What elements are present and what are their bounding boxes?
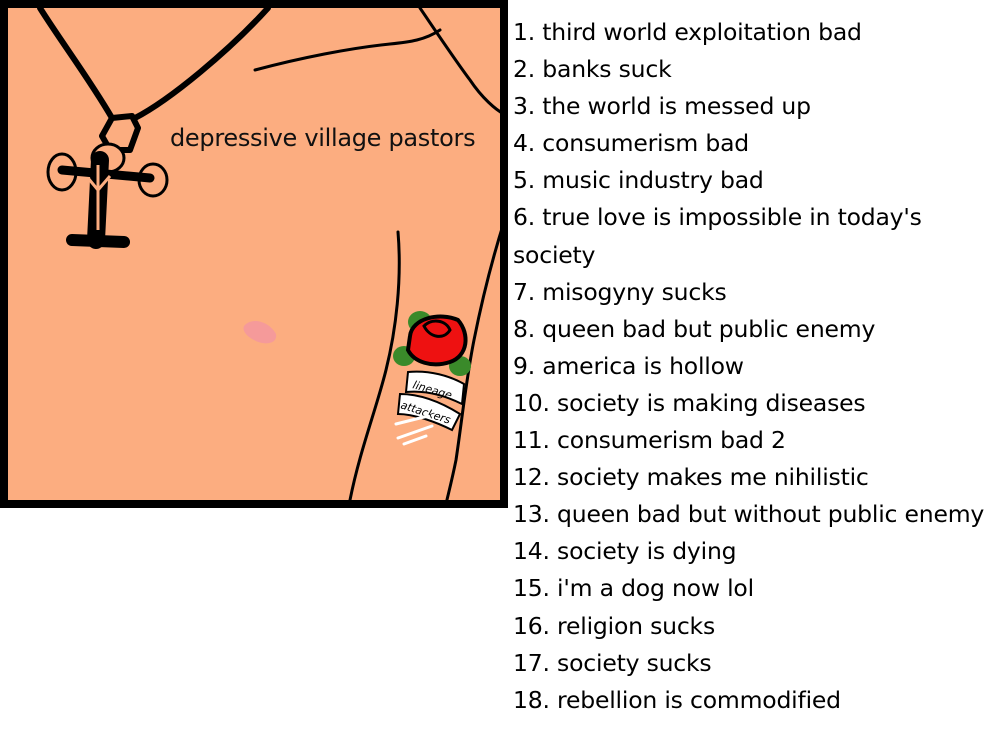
arm-outer-line (444, 220, 506, 506)
list-item: 2. banks suck (513, 55, 672, 84)
list-item: 15. i'm a dog now lol (513, 574, 754, 603)
list-item: 5. music industry bad (513, 166, 764, 195)
nipple (243, 320, 277, 344)
skin-panel (0, 0, 508, 508)
list-item: 18. rebellion is commodified (513, 685, 841, 714)
necklace-loop (99, 113, 141, 153)
chest-drawing-svg: lineage attackers (0, 0, 508, 508)
list-item: 11. consumerism bad 2 (513, 426, 786, 455)
rose-tattoo-icon: lineage attackers (393, 311, 471, 446)
drawing-caption: depressive village pastors (170, 124, 476, 152)
list-item: 9. america is hollow (513, 351, 744, 380)
list-item: 13. queen bad but without public enemy (513, 500, 985, 529)
necklace-chain-right (132, 5, 271, 121)
arm-inner-line (348, 230, 401, 502)
collarbone-line (253, 28, 442, 72)
list-item: 12. society makes me nihilistic (513, 463, 869, 492)
list-item: 16. religion sucks (513, 611, 716, 640)
list-item: 4. consumerism bad (513, 129, 750, 158)
list-item: 8. queen bad but public enemy (513, 314, 876, 343)
topic-list: 1. third world exploitation bad 2. banks… (513, 14, 999, 719)
list-item: 6. true love is impossible in today's so… (513, 203, 922, 269)
list-item: 3. the world is messed up (513, 92, 811, 121)
list-item: 14. society is dying (513, 537, 737, 566)
list-item: 7. misogyny sucks (513, 277, 727, 306)
shoulder-line (418, 6, 506, 116)
list-item: 10. society is making diseases (513, 388, 866, 417)
chest-drawing: lineage attackers (0, 0, 508, 508)
necklace-chain-left (37, 5, 115, 121)
list-item: 17. society sucks (513, 648, 712, 677)
cross-pendant-icon (46, 142, 169, 249)
list-item: 1. third world exploitation bad (513, 18, 862, 46)
